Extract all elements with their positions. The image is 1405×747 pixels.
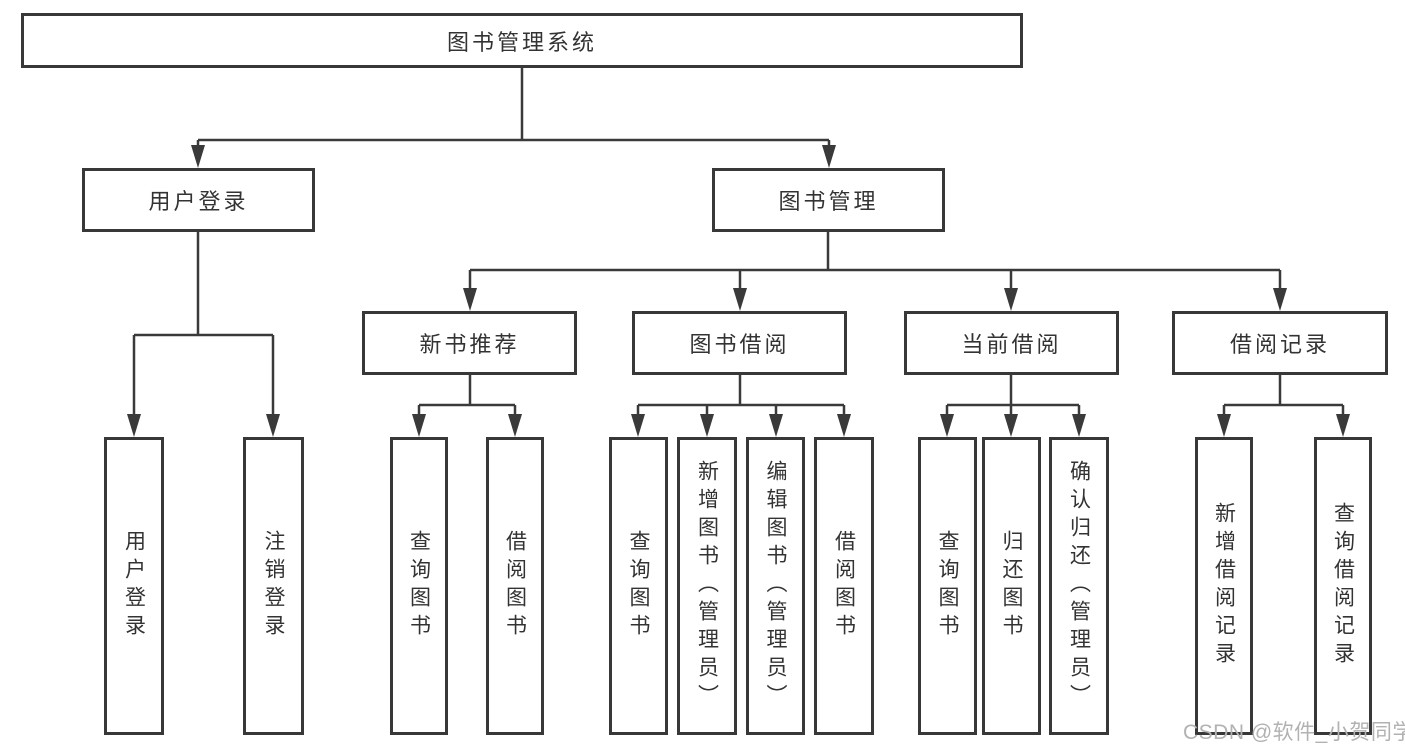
leaf-bb-add-book-label: 新增图书（管理员） [695,460,719,712]
leaf-bb-query-book-label: 查询图书 [627,530,650,642]
leaf-bb-borrow-book-label: 借阅图书 [832,530,856,642]
leaf-user-login-label: 用户登录 [122,530,146,642]
leaf-cb-return-book-label: 归还图书 [1000,530,1023,642]
node-root: 图书管理系统 [21,13,1023,68]
leaf-br-add-record: 新增借阅记录 [1195,437,1253,735]
csdn-watermark: CSDN @软件_小贺同学 [1183,721,1405,744]
leaf-bb-edit-book: 编辑图书（管理员） [746,437,805,735]
leaf-bb-query-book: 查询图书 [609,437,668,735]
leaf-bb-add-book: 新增图书（管理员） [677,437,737,735]
node-new-book-recommend: 新书推荐 [362,311,577,375]
leaf-nbr-borrow-book: 借阅图书 [486,437,544,735]
leaf-br-add-record-label: 新增借阅记录 [1212,502,1236,670]
leaf-nbr-query-book-label: 查询图书 [407,530,431,642]
leaf-nbr-borrow-book-label: 借阅图书 [503,530,527,642]
leaf-bb-edit-book-label: 编辑图书（管理员） [764,460,787,712]
leaf-cb-query-book: 查询图书 [918,437,977,735]
leaf-bb-borrow-book: 借阅图书 [814,437,874,735]
leaf-cb-confirm-return-label: 确认归还（管理员） [1067,460,1091,712]
leaf-logout-label: 注销登录 [262,530,285,642]
leaf-cb-query-book-label: 查询图书 [936,530,959,642]
node-user-login: 用户登录 [82,168,315,232]
leaf-cb-return-book: 归还图书 [982,437,1041,735]
node-borrow-record: 借阅记录 [1172,311,1388,375]
node-book-borrow: 图书借阅 [632,311,847,375]
leaf-user-login: 用户登录 [104,437,164,735]
node-current-borrow: 当前借阅 [904,311,1119,375]
leaf-logout: 注销登录 [243,437,304,735]
leaf-br-query-record: 查询借阅记录 [1314,437,1372,735]
leaf-br-query-record-label: 查询借阅记录 [1331,502,1355,670]
leaf-cb-confirm-return: 确认归还（管理员） [1049,437,1109,735]
leaf-nbr-query-book: 查询图书 [390,437,448,735]
node-book-management: 图书管理 [712,168,945,232]
